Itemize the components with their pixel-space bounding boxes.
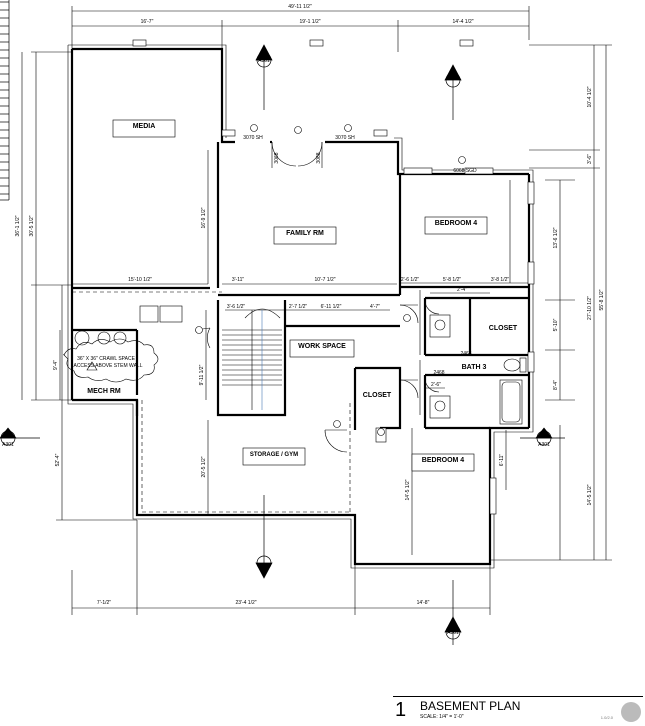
adjacent-drawing-edge [0, 0, 10, 201]
section-label-2: A301 [538, 442, 550, 448]
dim-mech-v: 9'-4" [53, 360, 59, 370]
dim-right-d: 14'-5 1/2" [587, 484, 593, 505]
room-label-boxes [112, 119, 488, 472]
foundation-dashes [72, 291, 351, 513]
dim-bottom-right: 14'-8" [417, 600, 430, 606]
room-label-family: FAMILY RM [286, 230, 324, 237]
drawing-ref: 1.0/2.0 [600, 715, 613, 720]
room-label-closet-lower: CLOSET [363, 392, 392, 399]
dim-left-far: 36'-1 1/2" [15, 215, 21, 236]
dim-bottom-left: 7'-1/2" [97, 600, 111, 606]
dim-media-width: 15'-10 1/2" [128, 277, 152, 283]
drawing-number: 1 [395, 699, 407, 721]
room-label-bedroom-upper: BEDROOM 4 [435, 220, 478, 227]
dim-work-w1: 3'-6 1/2" [227, 304, 246, 310]
dim-top-right: 14'-4 1/2" [452, 19, 473, 25]
dim-overall-top: 49'-11 1/2" [288, 4, 312, 10]
title-block: 1 BASEMENT PLAN SCALE: 1/4" = 1'-0" 1.0/… [393, 696, 643, 726]
room-label-mech: MECH RM [87, 388, 121, 395]
door-label-a: 2468 [460, 351, 471, 357]
dim-family-v: 16'-9 1/2" [201, 207, 207, 228]
dim-bed-v1: 13'-6 1/2" [553, 227, 559, 248]
room-label-work-space: WORK SPACE [298, 343, 346, 350]
crawl-note-line1: 36" X 36" CRAWL SPACE [77, 356, 135, 362]
dim-bed-v3: 8'-4" [553, 380, 559, 390]
dim-top-left: 16'-7" [141, 19, 154, 25]
dim-gap-small: 3'-11" [232, 277, 245, 283]
drawing-title: BASEMENT PLAN [420, 699, 521, 713]
tag-markers [132, 39, 535, 515]
dim-right-c: 27'-10 1/2" [587, 296, 593, 320]
dim-bed-upper-w2: 5'-8 1/2" [443, 277, 462, 283]
dim-top-mid: 19'-1 1/2" [299, 19, 320, 25]
dim-bed-upper-w1: 2'-6 1/2" [401, 277, 420, 283]
dim-bed-v2: 5'-10" [553, 318, 559, 331]
crawl-note-line2: ACCESS ABOVE STEM WALL [73, 363, 142, 369]
dim-right-overall: 55'-8 1/2" [599, 289, 605, 310]
crawl-space-callout [63, 338, 159, 383]
dim-right-b: 3'-6" [587, 154, 593, 164]
window-label-2: 3070 SH [335, 135, 355, 141]
dim-bottom-mid: 23'-4 1/2" [235, 600, 256, 606]
section-label-4: A301 [447, 630, 459, 636]
dim-work-w2: 2'-7 1/2" [289, 304, 308, 310]
door-label-d: 3068 [316, 152, 322, 163]
dim-closet-w: 2'-4" [457, 287, 467, 293]
dim-storage-v: 20'-5 1/2" [201, 456, 207, 477]
dim-stair-v: 9'-11 1/2" [199, 364, 205, 385]
stairs [222, 308, 282, 410]
drawing-scale: SCALE: 1/4" = 1'-0" [420, 714, 464, 720]
door-label-c: 3068 [274, 152, 280, 163]
dim-left-upper: 30'-5 1/2" [29, 215, 35, 236]
dimension-lines [21, 6, 612, 615]
window-label-1: 3070 SH [243, 135, 263, 141]
room-label-bath: BATH 3 [462, 364, 487, 371]
fixtures [74, 305, 527, 425]
window-label-sgd: 6068 SGD [453, 168, 477, 174]
dim-bed-low-v: 14'-5 1/2" [405, 479, 411, 500]
section-markers [0, 44, 565, 645]
dim-work-w4: 4'-7" [370, 304, 380, 310]
dim-left-lower: 52'-4" [55, 453, 61, 466]
doors [194, 141, 440, 453]
dim-family-width: 10'-7 1/2" [314, 277, 335, 283]
wall-outer-lines [67, 44, 534, 569]
dim-bath-w: 2'-6" [431, 382, 441, 388]
door-label-b: 2468 [433, 370, 444, 376]
room-label-bedroom-lower: BEDROOM 4 [422, 457, 465, 464]
walls [70, 47, 531, 566]
room-label-media: MEDIA [133, 123, 156, 130]
room-label-closet-upper: CLOSET [489, 325, 518, 332]
dim-right-a: 10'-4 1/2" [587, 86, 593, 107]
section-label-3: A301 [258, 58, 270, 64]
dim-work-w3: 6'-11 1/2" [321, 304, 342, 310]
dim-bed-low-v2: 6'-11" [499, 454, 505, 467]
room-label-storage: STORAGE / GYM [250, 452, 298, 458]
watermark-logo-icon [621, 702, 641, 722]
section-label-1: A301 [2, 442, 14, 448]
dim-bed-upper-w3: 3'-8 1/2" [491, 277, 510, 283]
